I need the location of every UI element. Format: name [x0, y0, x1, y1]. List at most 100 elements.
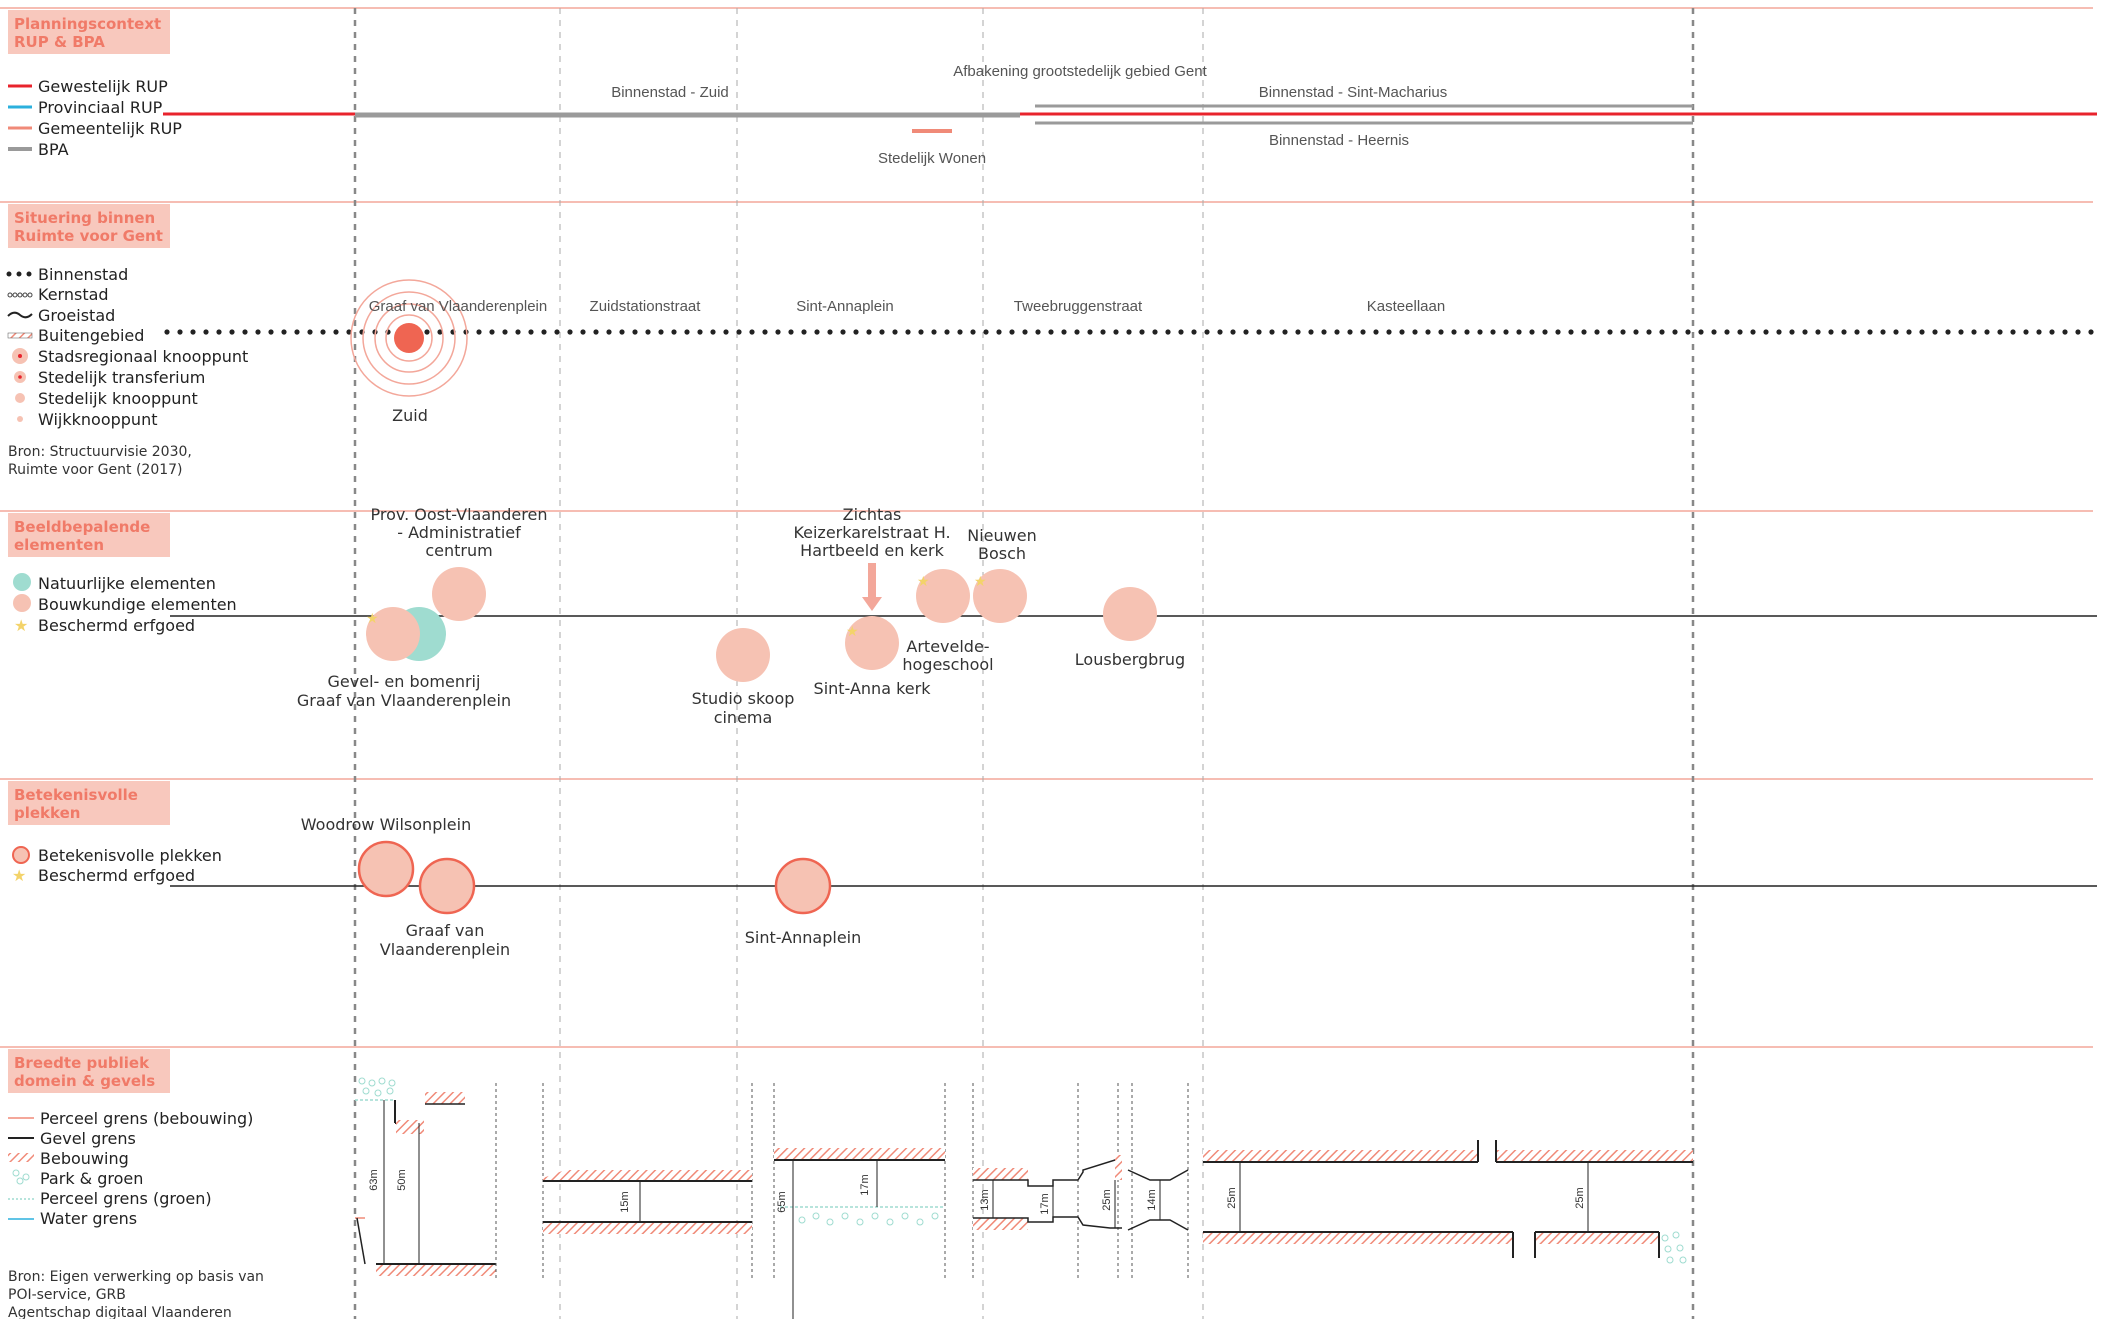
binnenstad-dot [1828, 329, 1834, 335]
binnenstad-dot [1048, 329, 1054, 335]
legend-item: Provinciaal RUP [38, 98, 163, 117]
dimension-label: 63m [368, 1169, 380, 1190]
knooppunt-ring [374, 303, 444, 373]
binnenstad-dot [1269, 329, 1275, 335]
binnenstad-dot [671, 329, 677, 335]
plek-label: Vlaanderenplein [380, 940, 510, 959]
gevel-bomenrij-circle [366, 607, 420, 661]
binnenstad-dot [1646, 329, 1652, 335]
element-label: Studio skoop [692, 689, 795, 708]
binnenstad-dot [1594, 329, 1600, 335]
bebouwing [543, 1170, 752, 1182]
bebouwing [973, 1168, 1028, 1180]
binnenstad-dot [1334, 329, 1340, 335]
binnenstad-dot [1165, 329, 1171, 335]
park-groen-pattern [358, 1077, 396, 1097]
graaf-van-vlaanderenplein-circle [418, 857, 476, 915]
element-label: - Administratief [397, 523, 521, 542]
binnenstad-dot [1191, 329, 1197, 335]
binnenstad-dotted-line [164, 329, 2094, 335]
binnenstad-dot [983, 329, 989, 335]
binnenstad-dot [1464, 329, 1470, 335]
section-title-band [8, 1049, 170, 1093]
binnenstad-dot [866, 329, 872, 335]
binnenstad-dot [1386, 329, 1392, 335]
rup-label: Stedelijk Wonen [878, 150, 986, 167]
dimension-label: 14m [1146, 1189, 1158, 1210]
binnenstad-dot [268, 329, 274, 335]
beschermd-erfgoed-star-icon: ★ [12, 866, 26, 885]
binnenstad-dot [320, 329, 326, 335]
street-label: Tweebruggenstraat [1014, 298, 1143, 315]
legend-item: Stedelijk transferium [38, 368, 205, 387]
stedelijk-knooppunt-swatch [15, 393, 25, 403]
binnenstad-dot [710, 329, 716, 335]
section-title: Ruimte voor Gent [14, 227, 163, 245]
binnenstad-dot [1412, 329, 1418, 335]
element-label: Sint-Anna kerk [814, 679, 932, 698]
binnenstad-dot [1568, 329, 1574, 335]
binnenstad-dot [489, 329, 495, 335]
bebouwing [396, 1120, 424, 1134]
binnenstad-dot [1061, 329, 1067, 335]
binnenstad-dot [203, 329, 209, 335]
binnenstad-dot [528, 329, 534, 335]
binnenstad-dot [2088, 329, 2094, 335]
section-title-band [8, 513, 170, 557]
swatch-core [18, 354, 22, 358]
bebouwing [1203, 1150, 1478, 1162]
section-title: Situering binnen [14, 209, 155, 227]
binnenstad-dot [1009, 329, 1015, 335]
dimension-label: 25m [1574, 1187, 1586, 1208]
situering-legend: Binnenstad Kernstad Groeistad Buitengebi… [6, 265, 248, 429]
binnenstad-dot [1347, 329, 1353, 335]
binnenstad-dot [1841, 329, 1847, 335]
binnenstad-dot [892, 329, 898, 335]
legend-item: Buitengebied [38, 326, 144, 345]
binnenstad-dot [697, 329, 703, 335]
binnenstad-dot [1139, 329, 1145, 335]
legend-item: Park & groen [40, 1169, 143, 1188]
gevel-grens [973, 1159, 1122, 1187]
legend-item: BPA [38, 140, 69, 159]
gevel-grens [1127, 1219, 1189, 1231]
binnenstad-dot [1581, 329, 1587, 335]
element-label: Prov. Oost-Vlaanderen [371, 505, 548, 524]
binnenstad-dot [1737, 329, 1743, 335]
binnenstad-dot [1815, 329, 1821, 335]
binnenstad-dot [1880, 329, 1886, 335]
knooppunt-ring [385, 314, 433, 362]
binnenstad-dot [2010, 329, 2016, 335]
dimension-label: 65m [776, 1191, 788, 1212]
section-title: Planningscontext [14, 15, 161, 33]
planning-legend: Gewestelijk RUP Provinciaal RUP Gemeente… [8, 77, 182, 159]
studio-skoop-circle [716, 628, 770, 682]
binnenstad-dot [1802, 329, 1808, 335]
binnenstad-dot [2023, 329, 2029, 335]
binnenstad-dot [164, 329, 170, 335]
binnenstad-dot [2036, 329, 2042, 335]
legend-item: Bouwkundige elementen [38, 595, 237, 614]
bebouwing [774, 1148, 945, 1160]
binnenstad-dot [931, 329, 937, 335]
binnenstad-dot [1113, 329, 1119, 335]
profile-sint-annaplein [773, 1083, 946, 1319]
binnenstad-dot [840, 329, 846, 335]
bebouwing [973, 1218, 1028, 1230]
section-title: elementen [14, 536, 104, 554]
legend-item: Gemeentelijk RUP [38, 119, 182, 138]
bebouwing [543, 1222, 752, 1234]
binnenstad-dot [1230, 329, 1236, 335]
legend-item: Beschermd erfgoed [38, 616, 195, 635]
binnenstad-dot [229, 329, 235, 335]
binnenstad-dot [814, 329, 820, 335]
binnenstad-dot [1971, 329, 1977, 335]
breedte-legend: Perceel grens (bebouwing) Gevel grens Be… [8, 1109, 253, 1228]
bouwkundige-elementen-swatch [13, 594, 31, 612]
bpa-label: Binnenstad - Sint-Macharius [1259, 84, 1447, 101]
binnenstad-dot [879, 329, 885, 335]
rup-label: Afbakening grootstedelijk gebied Gent [953, 63, 1207, 80]
binnenstad-dot [749, 329, 755, 335]
legend-item: Wijkknooppunt [38, 410, 157, 429]
